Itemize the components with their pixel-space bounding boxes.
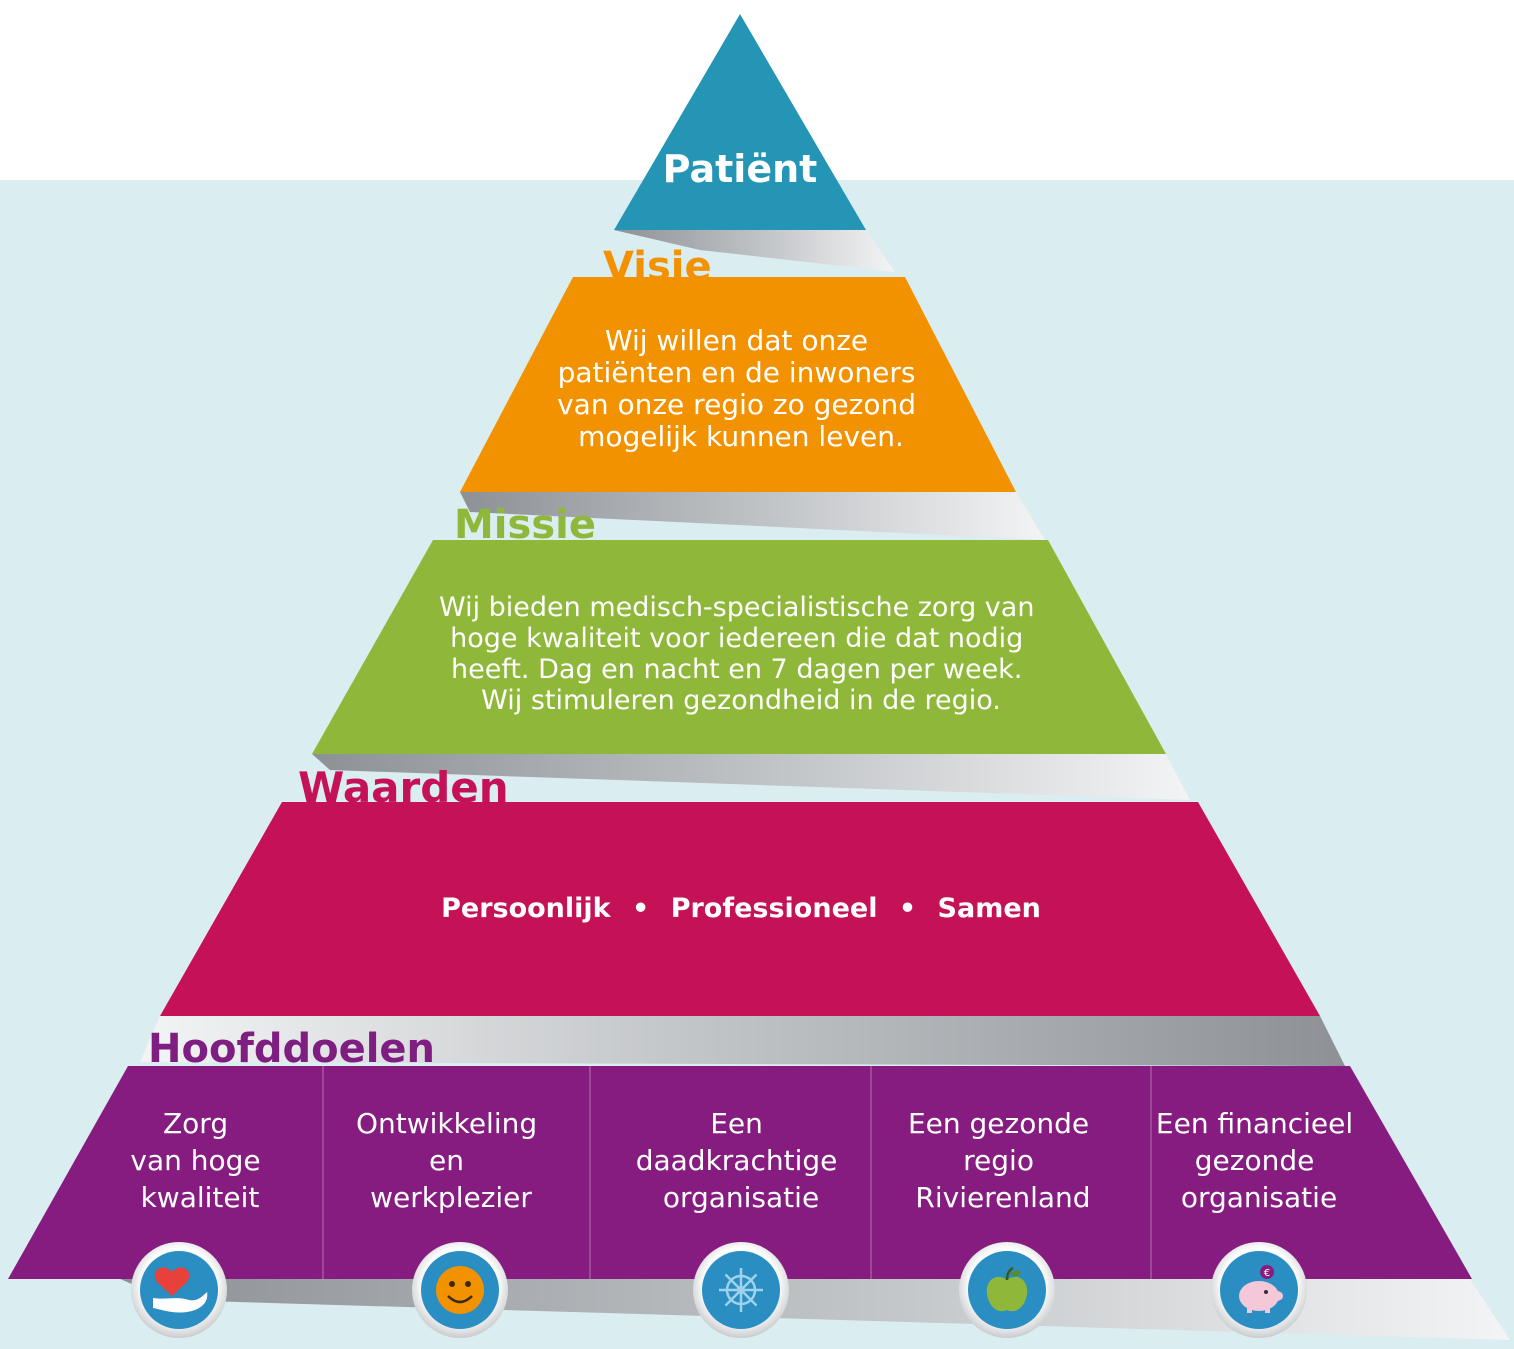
- goal-line: daadkrachtige: [636, 1144, 838, 1177]
- goal-line: regio: [963, 1144, 1034, 1177]
- goal-line: kwaliteit: [141, 1181, 260, 1214]
- visie-line: mogelijk kunnen leven.: [578, 420, 904, 453]
- goal-line: en: [429, 1144, 464, 1177]
- goal-line: Ontwikkeling: [356, 1107, 537, 1140]
- goal-line: Een gezonde: [908, 1107, 1089, 1140]
- goal-line: Een: [710, 1107, 763, 1140]
- apex-label: Patiënt: [663, 147, 818, 191]
- goal-ontwikkeling: Ontwikkeling en werkplezier: [356, 1107, 546, 1214]
- apple-icon: [959, 1242, 1055, 1338]
- goal-line: Rivierenland: [915, 1181, 1090, 1214]
- goal-daadkrachtig: Een daadkrachtige organisatie: [636, 1107, 847, 1214]
- goal-line: gezonde: [1195, 1144, 1315, 1177]
- visie-tier: [460, 277, 1016, 492]
- goal-line: Een financieel: [1156, 1107, 1353, 1140]
- visie-text: Wij willen dat onze patiënten en de inwo…: [557, 324, 925, 453]
- hoofddoelen-label: Hoofddoelen: [148, 1026, 435, 1072]
- hoofddoelen-tier: [8, 1066, 1472, 1279]
- visie-shadow: [460, 492, 1045, 540]
- svg-text:€: €: [1264, 1268, 1270, 1279]
- goal-line: organisatie: [1181, 1181, 1337, 1214]
- goal-gezonde-regio: Een gezonde regio Rivierenland: [908, 1107, 1098, 1214]
- missie-line: Wij bieden medisch-specialistische zorg …: [439, 592, 1034, 623]
- goal-line: Zorg: [163, 1107, 228, 1140]
- waarden-values-line: Persoonlijk • Professioneel • Samen: [441, 893, 1041, 924]
- heart-in-hand-icon: [131, 1242, 227, 1338]
- value-samen: Samen: [938, 893, 1041, 924]
- visie-line: Wij willen dat onze: [605, 324, 868, 357]
- piggy-bank-icon: €: [1211, 1242, 1307, 1338]
- waarden-tier: [160, 802, 1320, 1016]
- visie-line: van onze regio zo gezond: [557, 388, 916, 421]
- value-persoonlijk: Persoonlijk: [441, 893, 612, 924]
- waarden-shadow: [140, 1016, 1345, 1066]
- apex-shadow: [614, 230, 895, 272]
- goal-financieel: Een financieel gezonde organisatie: [1156, 1107, 1362, 1214]
- value-separator: •: [632, 893, 649, 924]
- value-separator: •: [899, 893, 916, 924]
- goal-zorg: Zorg van hoge kwaliteit: [130, 1107, 269, 1214]
- missie-shadow: [312, 754, 1190, 800]
- missie-text: Wij bieden medisch-specialistische zorg …: [439, 592, 1043, 716]
- missie-line: Wij stimuleren gezondheid in de regio.: [481, 685, 1001, 716]
- visie-line: patiënten en de inwoners: [558, 356, 916, 389]
- value-professioneel: Professioneel: [671, 893, 878, 924]
- missie-line: heeft. Dag en nacht en 7 dagen per week.: [451, 654, 1022, 685]
- missie-tier: [312, 540, 1166, 754]
- goal-line: van hoge: [130, 1144, 260, 1177]
- goal-line: werkplezier: [370, 1181, 532, 1214]
- missie-line: hoge kwaliteit voor iedereen die dat nod…: [450, 623, 1023, 654]
- apex-triangle: [614, 14, 866, 230]
- waarden-values: Persoonlijk • Professioneel • Samen: [441, 893, 1041, 924]
- smiley-icon: [412, 1242, 508, 1338]
- goal-line: organisatie: [663, 1181, 819, 1214]
- ship-wheel-icon: [693, 1242, 789, 1338]
